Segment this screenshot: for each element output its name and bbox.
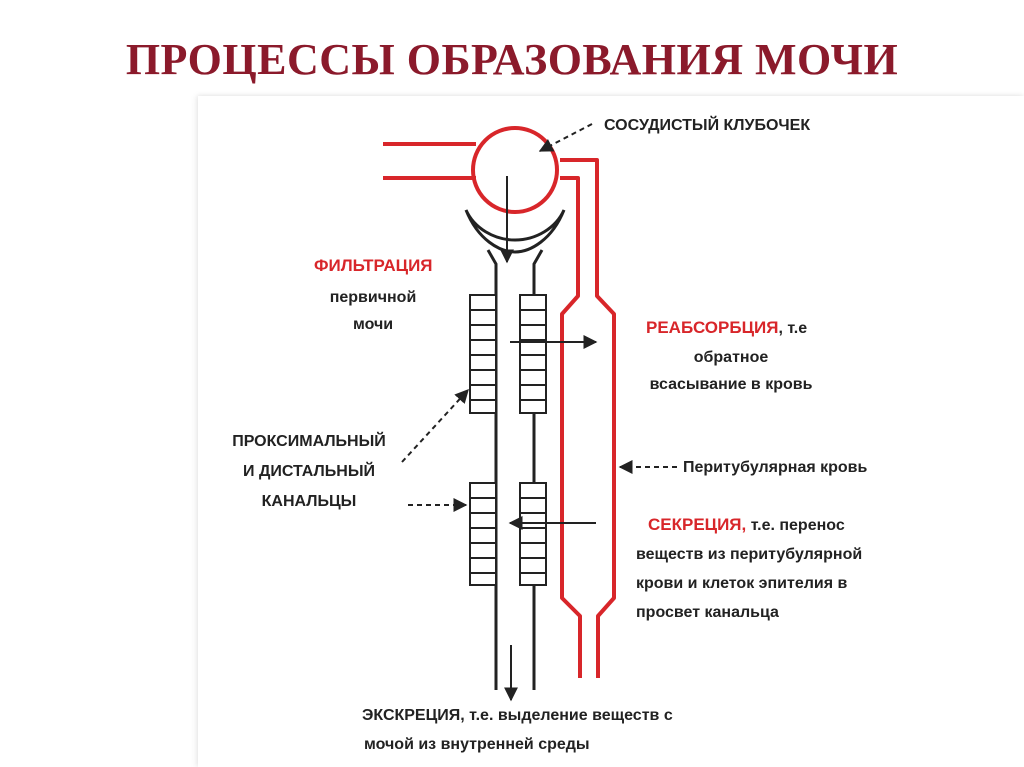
tubules-line-3: КАНАЛЬЦЫ [261, 493, 357, 510]
tubules-pointer-upper [401, 388, 469, 463]
secretion-term: СЕКРЕЦИЯ, [648, 515, 747, 534]
blood-vessels [383, 126, 616, 678]
peritubular-label: Перитубулярная кровь [683, 459, 868, 476]
secretion-suffix: т.е. перенос [746, 517, 845, 534]
filtration-line-2: первичной [329, 289, 417, 306]
epithelium-lower-right [519, 482, 547, 586]
reabsorption-suffix: , т.е [778, 320, 808, 337]
secretion-line-4: просвет канальца [636, 604, 779, 621]
pointer-lines [401, 123, 677, 512]
afferent-arteriole-bottom [383, 176, 582, 678]
epithelium-upper-left [469, 294, 497, 414]
excretion-line-1: ЭКСКРЕЦИЯ, т.е. выделение веществ с [362, 707, 673, 724]
glomerulus [471, 126, 559, 214]
epithelium-lower-left [469, 482, 497, 586]
tubule [464, 209, 566, 690]
bowman-capsule [464, 209, 566, 254]
afferent-arteriole-top [383, 142, 616, 678]
tubules-line-1: ПРОКСИМАЛЬНЫЙ [232, 433, 386, 450]
glomerulus-pointer [538, 123, 593, 152]
page-title: ПРОЦЕССЫ ОБРАЗОВАНИЯ МОЧИ [125, 35, 899, 84]
diagram-panel [198, 96, 1024, 767]
glomerulus-label: СОСУДИСТЫЙ КЛУБОЧЕК [604, 117, 811, 134]
filtration-label: ФИЛЬТРАЦИЯ [314, 256, 433, 275]
tubules-line-2: И ДИСТАЛЬНЫЙ [243, 463, 375, 480]
filtration-line-3: мочи [352, 316, 394, 333]
reabsorption-line-3: всасывание в кровь [649, 376, 813, 393]
secretion-line-3: крови и клеток эпителия в [636, 575, 848, 592]
reabsorption-label: РЕАБСОРБЦИЯ, т.е [646, 316, 807, 341]
secretion-label: СЕКРЕЦИЯ, т.е. перенос [648, 513, 845, 538]
reabsorption-term: РЕАБСОРБЦИЯ [646, 318, 779, 337]
process-arrows [500, 176, 598, 702]
epithelium-upper-right [519, 294, 547, 414]
excretion-line-2: мочой из внутренней среды [364, 736, 590, 753]
secretion-line-2: веществ из перитубулярной [636, 546, 863, 563]
reabsorption-line-2: обратное [693, 349, 769, 366]
